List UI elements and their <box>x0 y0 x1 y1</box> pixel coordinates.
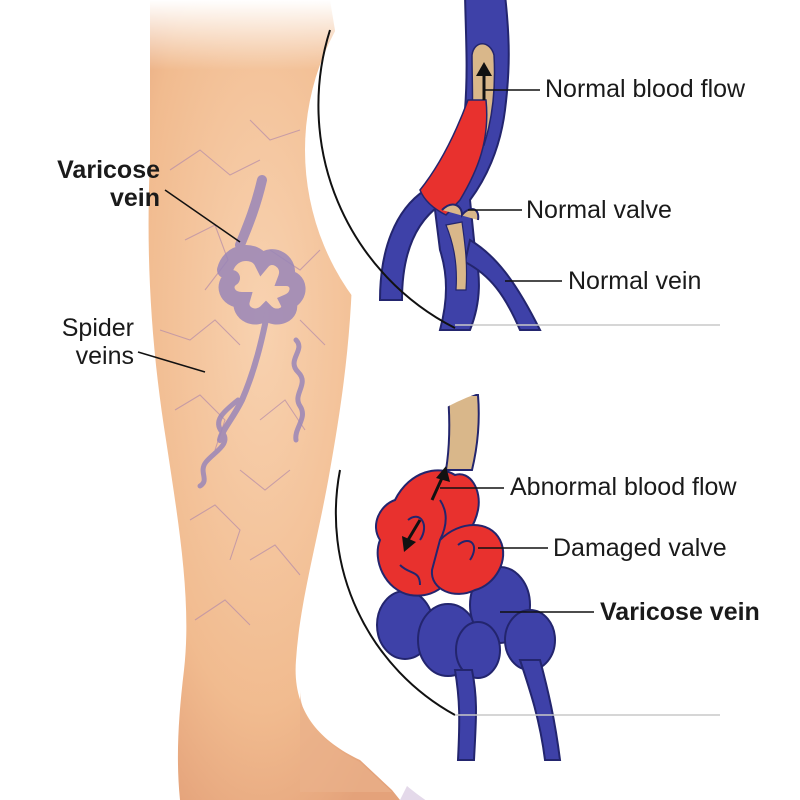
leader-spider-veins <box>137 351 206 373</box>
varicose-inset-border <box>334 469 456 716</box>
leg-varicose-vein <box>197 175 306 489</box>
label-spider-veins: Spider veins <box>10 314 134 370</box>
varicose-vein-inset <box>325 380 785 800</box>
label-spider-veins-line1: Spider <box>61 314 134 342</box>
label-normal-valve: Normal valve <box>526 196 672 224</box>
leader-lines <box>137 89 594 613</box>
label-varicose-leg-line2: vein <box>109 184 160 212</box>
leader-varicose-leg <box>164 189 241 243</box>
normal-vein-inset <box>305 0 800 400</box>
label-spider-veins-line2: veins <box>75 342 134 370</box>
label-varicose-leg: Varicose vein <box>20 156 160 212</box>
label-damaged-valve: Damaged valve <box>553 534 727 562</box>
normal-inset-bg <box>305 0 800 400</box>
label-abnormal-blood-flow: Abnormal blood flow <box>510 473 737 501</box>
foot-shadow <box>300 690 392 792</box>
normal-inset-border <box>317 29 456 329</box>
label-normal-vein: Normal vein <box>568 267 702 295</box>
spider-veins <box>159 119 326 626</box>
label-varicose-leg-line1: Varicose <box>57 156 160 184</box>
label-normal-blood-flow: Normal blood flow <box>545 75 746 103</box>
label-varicose-detail: Varicose vein <box>600 598 760 626</box>
